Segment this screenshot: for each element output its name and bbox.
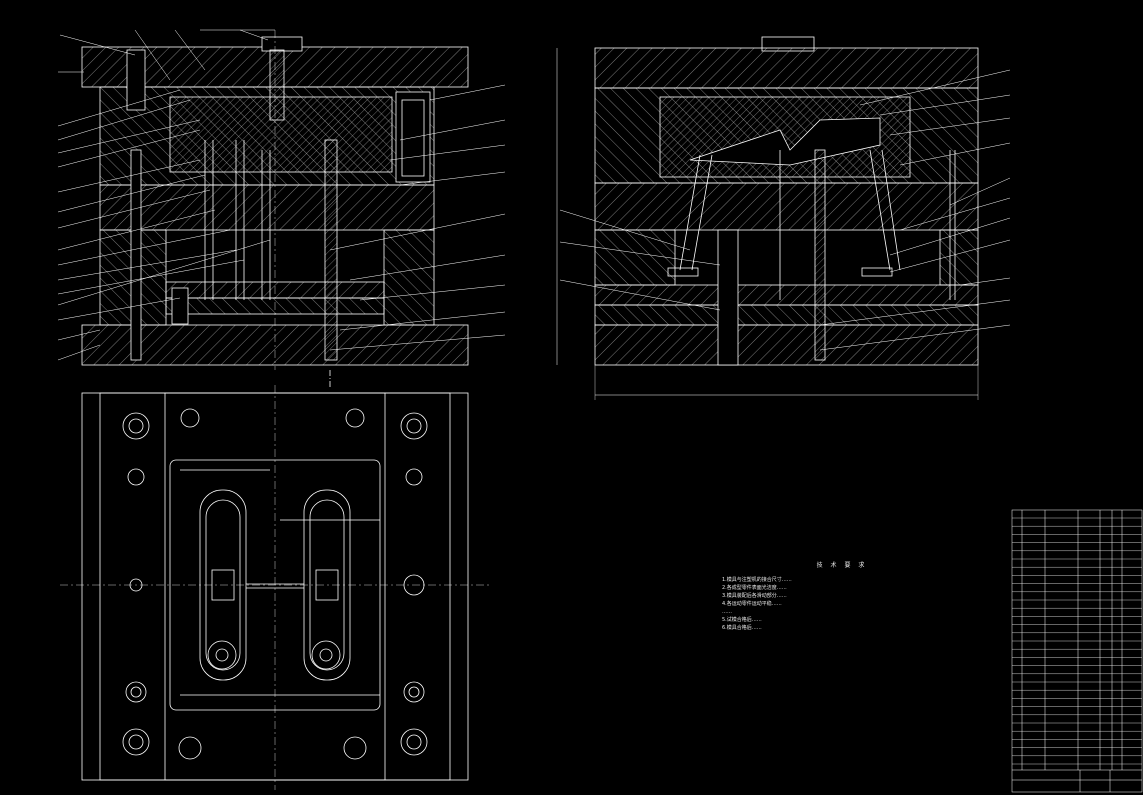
tech-req-item: 3.模具装配后各滑动部分…… — [722, 593, 787, 599]
side-pocket — [395, 91, 431, 183]
support-pillar — [717, 229, 739, 366]
tech-req-item: 4.各运动零件运动平稳…… — [722, 601, 782, 607]
tech-req-item: 5.试模合格后…… — [722, 617, 762, 623]
guide-pin — [130, 149, 142, 361]
sprue-bushing — [269, 49, 285, 121]
tech-req-item: …… — [722, 609, 732, 615]
tech-req-title: 技 术 要 求 — [816, 562, 868, 569]
side-section-view — [556, 36, 979, 400]
parts-list-title-block — [1011, 509, 1143, 793]
core-plate — [99, 184, 435, 231]
side-bottom-clamp-plate — [594, 324, 979, 366]
front-view-leaders — [57, 29, 506, 361]
part-cavity-profile — [689, 117, 881, 166]
side-core-plate — [594, 182, 979, 231]
plan-view — [60, 385, 490, 790]
front-section-view — [81, 30, 469, 388]
tech-req-item: 6.模具合格后…… — [722, 625, 762, 631]
side-view-leaders — [559, 69, 1011, 351]
guide-pin-bolt — [126, 49, 146, 111]
spacer-block-right — [383, 229, 435, 326]
technical-requirements: 技 术 要 求 1.模具与注塑机的接合尺寸…… 2.各成型零件表面光洁度…… 3… — [722, 562, 922, 632]
tech-req-item: 2.各成型零件表面光洁度…… — [722, 585, 787, 591]
side-top-clamp-plate — [594, 47, 979, 89]
parts-list-rows — [1012, 517, 1142, 765]
tech-req-item: 1.模具与注塑机的接合尺寸…… — [722, 577, 792, 583]
